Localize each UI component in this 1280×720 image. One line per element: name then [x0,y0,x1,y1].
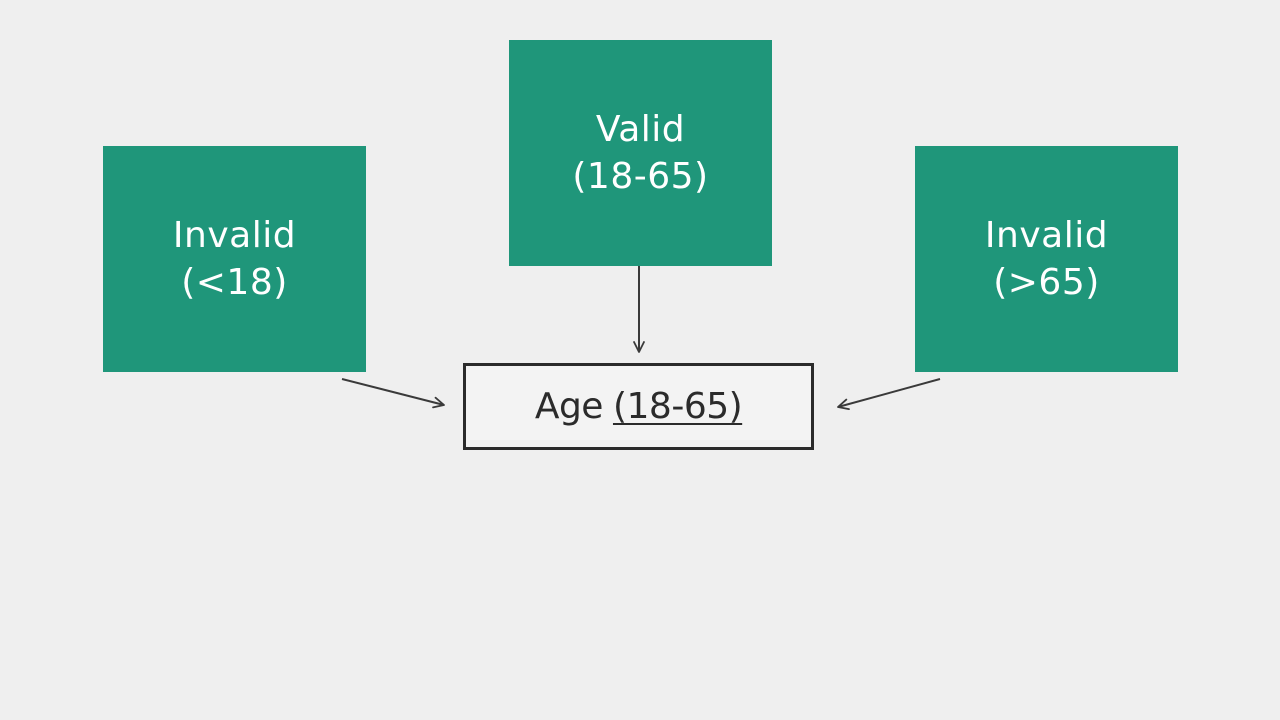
arrow-right-to-age [837,378,941,411]
invalid-under-18-label: Invalid [172,215,297,256]
age-input-word: Age [534,386,604,427]
invalid-over-65-range: (>65) [993,262,1100,303]
valid-18-65-label: Valid [595,109,686,150]
invalid-over-65-label: Invalid [984,215,1109,256]
age-input-range: (18-65) [612,386,743,427]
arrow-left-to-age [341,378,445,409]
age-input-node: Age (18-65) [463,363,814,450]
invalid-under-18-box: Invalid (<18) [103,146,366,372]
invalid-under-18-range: (<18) [181,262,288,303]
valid-18-65-range: (18-65) [572,156,709,197]
valid-18-65-box: Valid (18-65) [509,40,772,266]
invalid-over-65-box: Invalid (>65) [915,146,1178,372]
